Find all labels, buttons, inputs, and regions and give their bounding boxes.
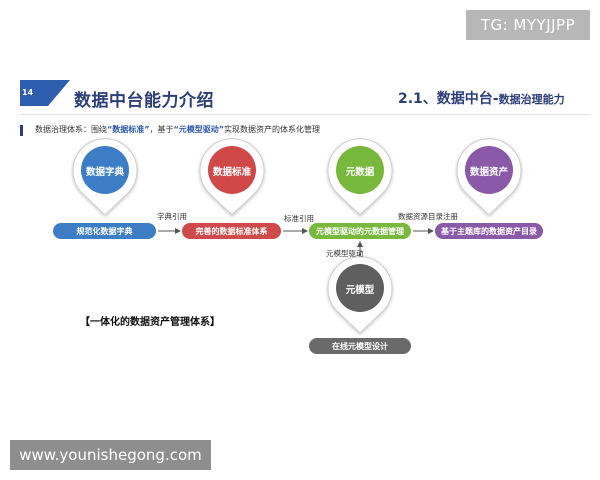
description-highlight1: “数据标准” bbox=[107, 125, 150, 134]
box-asset-catalog: 基于主题库的数据资产目录 bbox=[435, 223, 543, 239]
pin-label-data-dictionary: 数据字典 bbox=[85, 167, 124, 178]
box-standard-system: 完善的数据标准体系 bbox=[182, 223, 281, 239]
pin-data-dictionary bbox=[72, 138, 138, 216]
section-sub: 数据治理能力 bbox=[498, 93, 565, 106]
section-main: 2.1、数据中台- bbox=[398, 91, 499, 107]
system-title: 【一体化的数据资产管理体系】 bbox=[80, 317, 220, 328]
pin-label-metadata: 元数据 bbox=[345, 167, 375, 178]
description-part1: 数据治理体系：围绕 bbox=[35, 125, 107, 134]
box-metadata-management: 元模型驱动的元数据管理 bbox=[309, 223, 411, 239]
description: 数据治理体系：围绕“数据标准”，基于“元模型驱动”实现数据资产的体系化管理 bbox=[35, 124, 320, 135]
pin-label-data-asset: 数据资产 bbox=[469, 167, 508, 178]
description-part3: 实现数据资产的体系化管理 bbox=[224, 125, 321, 134]
pin-metadata bbox=[327, 138, 393, 216]
pin-data-standard bbox=[199, 138, 265, 216]
box-standardized-dictionary: 规范化数据字典 bbox=[53, 223, 156, 239]
section-title: 2.1、数据中台-数据治理能力 bbox=[398, 88, 565, 108]
page-number: 14 bbox=[22, 88, 34, 97]
watermark-site: www.younishegong.com bbox=[10, 440, 211, 470]
pin-metamodel bbox=[327, 256, 393, 334]
label-std-ref: 标准引用 bbox=[284, 214, 314, 223]
pin-label-data-standard: 数据标准 bbox=[212, 167, 251, 178]
header-flag-icon bbox=[20, 80, 70, 106]
label-dict-ref: 字典引用 bbox=[157, 212, 187, 221]
description-bullet bbox=[20, 125, 23, 136]
pin-data-asset bbox=[456, 138, 522, 216]
pin-label-metamodel: 元模型 bbox=[345, 285, 375, 296]
box-online-metamodel-design: 在线元模型设计 bbox=[309, 338, 411, 354]
description-part2: ，基于 bbox=[149, 125, 174, 134]
header-divider bbox=[20, 114, 590, 115]
watermark-tg: TG: MYYJJPP bbox=[466, 10, 590, 40]
page-title: 数据中台能力介绍 bbox=[74, 91, 214, 111]
description-highlight2: “元模型驱动” bbox=[173, 125, 225, 134]
label-catalog-reg: 数据资源目录注册 bbox=[398, 212, 458, 221]
label-model-drive: 元模型驱动 bbox=[326, 249, 364, 258]
